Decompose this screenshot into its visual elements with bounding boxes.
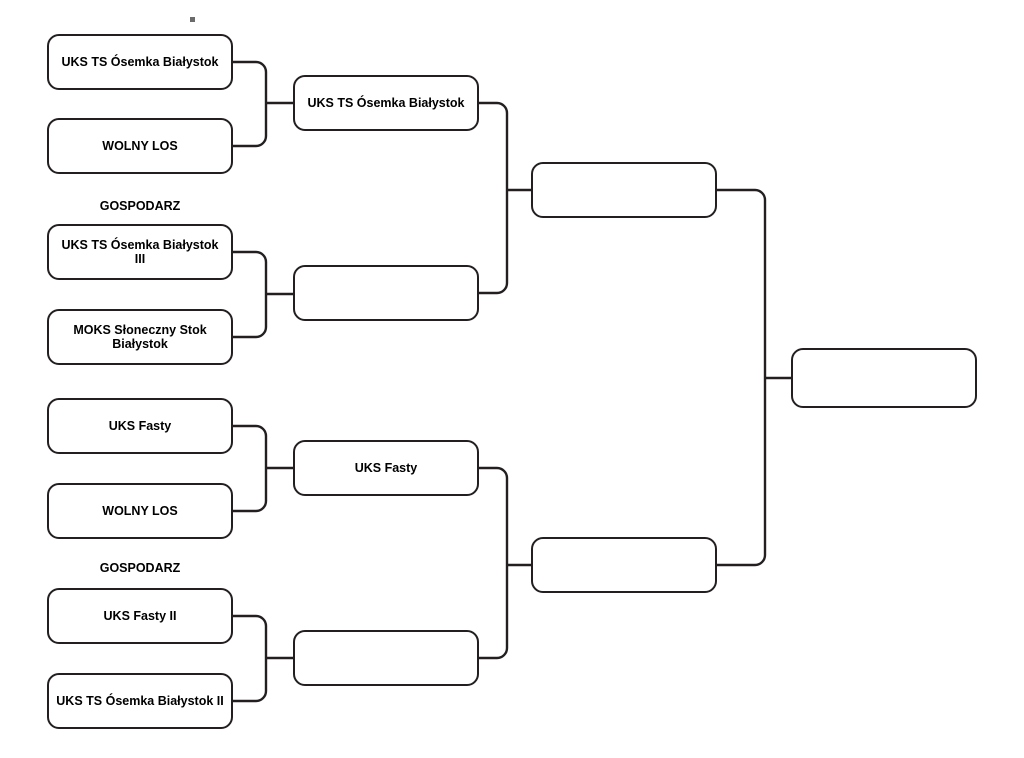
bracket-slot-r1-4[interactable]: MOKS Słoneczny Stok Białystok: [47, 309, 233, 365]
host-label-upper: GOSPODARZ: [99, 199, 181, 213]
bracket-slot-r2-2[interactable]: [293, 265, 479, 321]
slot-label: WOLNY LOS: [102, 503, 178, 518]
bracket-slot-r2-1[interactable]: UKS TS Ósemka Białystok: [293, 75, 479, 131]
bracket-slot-final[interactable]: [791, 348, 977, 408]
connector-r1-pair-4: [233, 614, 268, 703]
slot-label: WOLNY LOS: [102, 138, 178, 153]
slot-label: MOKS Słoneczny Stok Białystok: [73, 322, 207, 351]
slot-label: UKS Fasty: [354, 460, 418, 475]
host-label-lower: GOSPODARZ: [99, 561, 181, 575]
scan-artifact-mark: [190, 17, 195, 22]
slot-label: UKS Fasty: [108, 418, 172, 433]
connector-r1-pair-1: [233, 60, 268, 148]
connector-sf-pair: [717, 188, 767, 567]
slot-label: UKS TS Ósemka Białystok III: [61, 237, 219, 266]
slot-label: UKS TS Ósemka Białystok II: [56, 693, 224, 708]
bracket-slot-r2-4[interactable]: [293, 630, 479, 686]
bracket-slot-r2-3[interactable]: UKS Fasty: [293, 440, 479, 496]
connector-r1-pair-3: [233, 424, 268, 513]
bracket-slot-r1-1[interactable]: UKS TS Ósemka Białystok: [47, 34, 233, 90]
connector-r1-pair-2: [233, 250, 268, 339]
bracket-slot-r1-3[interactable]: UKS TS Ósemka Białystok III: [47, 224, 233, 280]
bracket-slot-r1-8[interactable]: UKS TS Ósemka Białystok II: [47, 673, 233, 729]
slot-label: UKS TS Ósemka Białystok: [307, 95, 465, 110]
bracket-slot-semifinal-1[interactable]: [531, 162, 717, 218]
bracket-slot-semifinal-2[interactable]: [531, 537, 717, 593]
slot-label: UKS TS Ósemka Białystok: [61, 54, 219, 69]
bracket-slot-r1-5[interactable]: UKS Fasty: [47, 398, 233, 454]
bracket-slot-r1-2[interactable]: WOLNY LOS: [47, 118, 233, 174]
connector-r2-pair-2: [479, 466, 509, 660]
bracket-slot-r1-6[interactable]: WOLNY LOS: [47, 483, 233, 539]
slot-label: UKS Fasty II: [103, 608, 177, 623]
connector-r2-pair-1: [479, 101, 509, 295]
bracket-slot-r1-7[interactable]: UKS Fasty II: [47, 588, 233, 644]
